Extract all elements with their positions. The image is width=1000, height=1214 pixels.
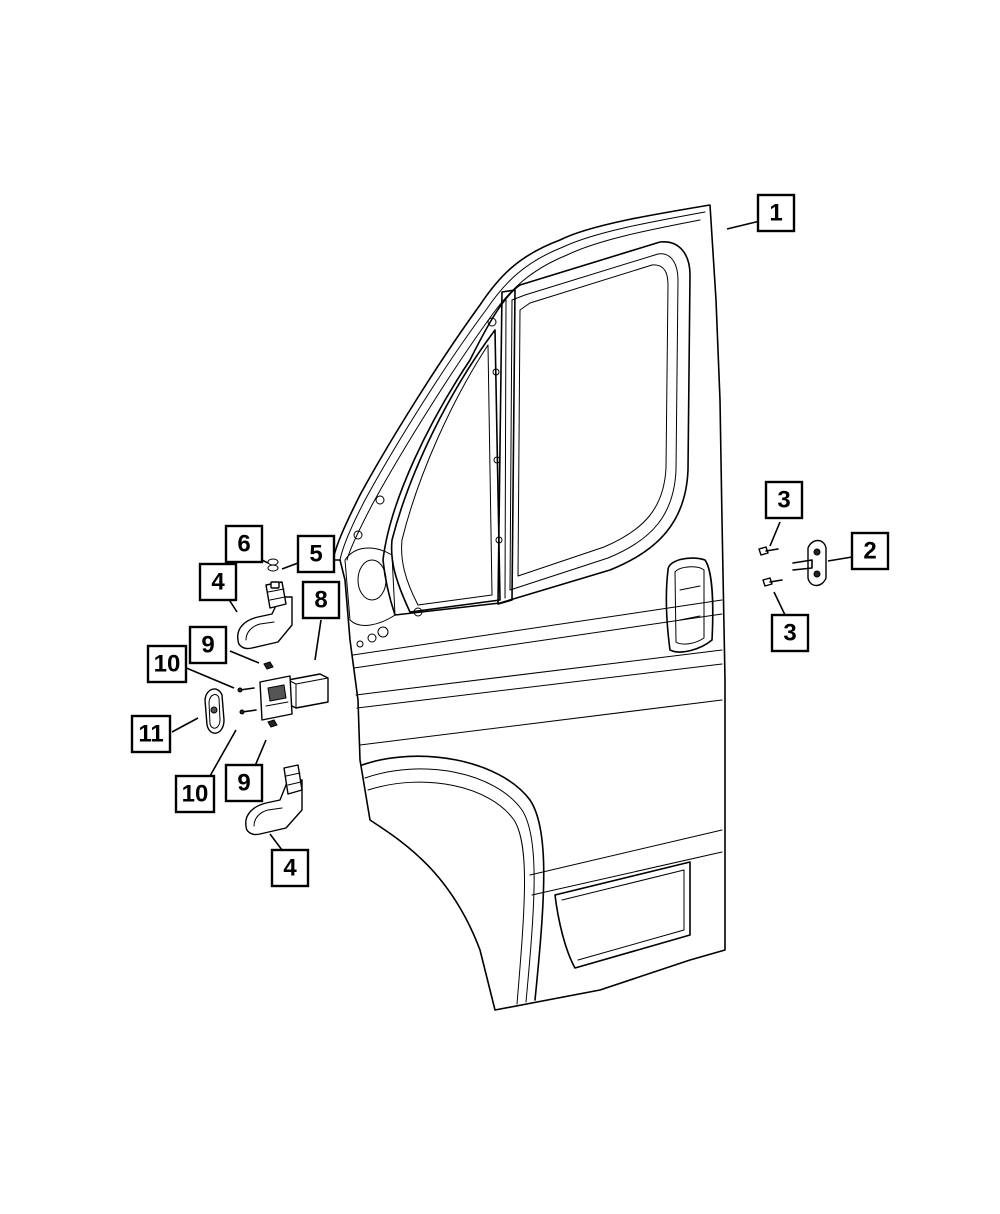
hinge-pin (270, 581, 280, 589)
callout-2: 2 (850, 531, 890, 571)
callout-6: 6 (224, 524, 264, 564)
leader-3a (769, 521, 781, 547)
callout-10-upper: 10 (146, 644, 188, 684)
nut-upper (263, 661, 274, 670)
bolt-upper (237, 687, 255, 693)
callout-10-upper-label: 10 (154, 651, 181, 678)
bolt-lower (239, 709, 257, 715)
striker-bolt-upper (758, 546, 779, 556)
leader-10a (183, 666, 235, 689)
callout-4-lower: 4 (270, 848, 310, 888)
callout-4-upper: 4 (198, 562, 238, 602)
callout-8-label: 8 (314, 587, 327, 614)
callout-3-lower: 3 (770, 613, 810, 653)
callout-9-upper-label: 9 (201, 632, 214, 659)
callout-3-upper: 3 (764, 480, 804, 520)
striker-bolt-lower (762, 577, 783, 587)
front-door-shell (332, 204, 726, 1011)
callout-11-label: 11 (138, 721, 163, 748)
hinge-bushing (267, 558, 279, 572)
callout-1: 1 (756, 193, 796, 233)
leader-10b (209, 729, 237, 777)
callout-5: 5 (296, 534, 336, 574)
leader-9a (229, 650, 260, 664)
callout-9-lower: 9 (224, 763, 264, 803)
callout-4-upper-label: 4 (211, 569, 225, 596)
callout-5-label: 5 (309, 541, 322, 568)
leader-9b (254, 739, 267, 767)
door-hinge-lower (245, 764, 303, 836)
callout-3-lower-label: 3 (783, 620, 796, 647)
leader-lines (171, 220, 853, 851)
callout-2-label: 2 (863, 538, 876, 565)
plug-cover (204, 688, 225, 734)
callout-3-upper-label: 3 (777, 487, 790, 514)
callout-6-label: 6 (237, 531, 250, 558)
callout-10-lower: 10 (174, 774, 216, 814)
leader-11 (171, 717, 199, 733)
leader-5 (281, 562, 299, 570)
callout-10-lower-label: 10 (182, 781, 209, 808)
callout-9-upper: 9 (188, 625, 228, 665)
door-striker (792, 539, 827, 587)
callout-8: 8 (301, 580, 341, 620)
leader-1 (726, 220, 761, 230)
leader-8 (314, 619, 322, 661)
leader-3b (773, 591, 786, 616)
callout-9-lower-label: 9 (237, 770, 250, 797)
leader-2 (827, 556, 853, 562)
nut-lower (267, 719, 278, 728)
callout-1-label: 1 (769, 200, 782, 227)
door-hinge-upper (237, 581, 293, 650)
callout-4-lower-label: 4 (283, 855, 297, 882)
door-check (259, 673, 329, 721)
leader-4b (269, 833, 283, 851)
callout-11: 11 (130, 714, 172, 754)
